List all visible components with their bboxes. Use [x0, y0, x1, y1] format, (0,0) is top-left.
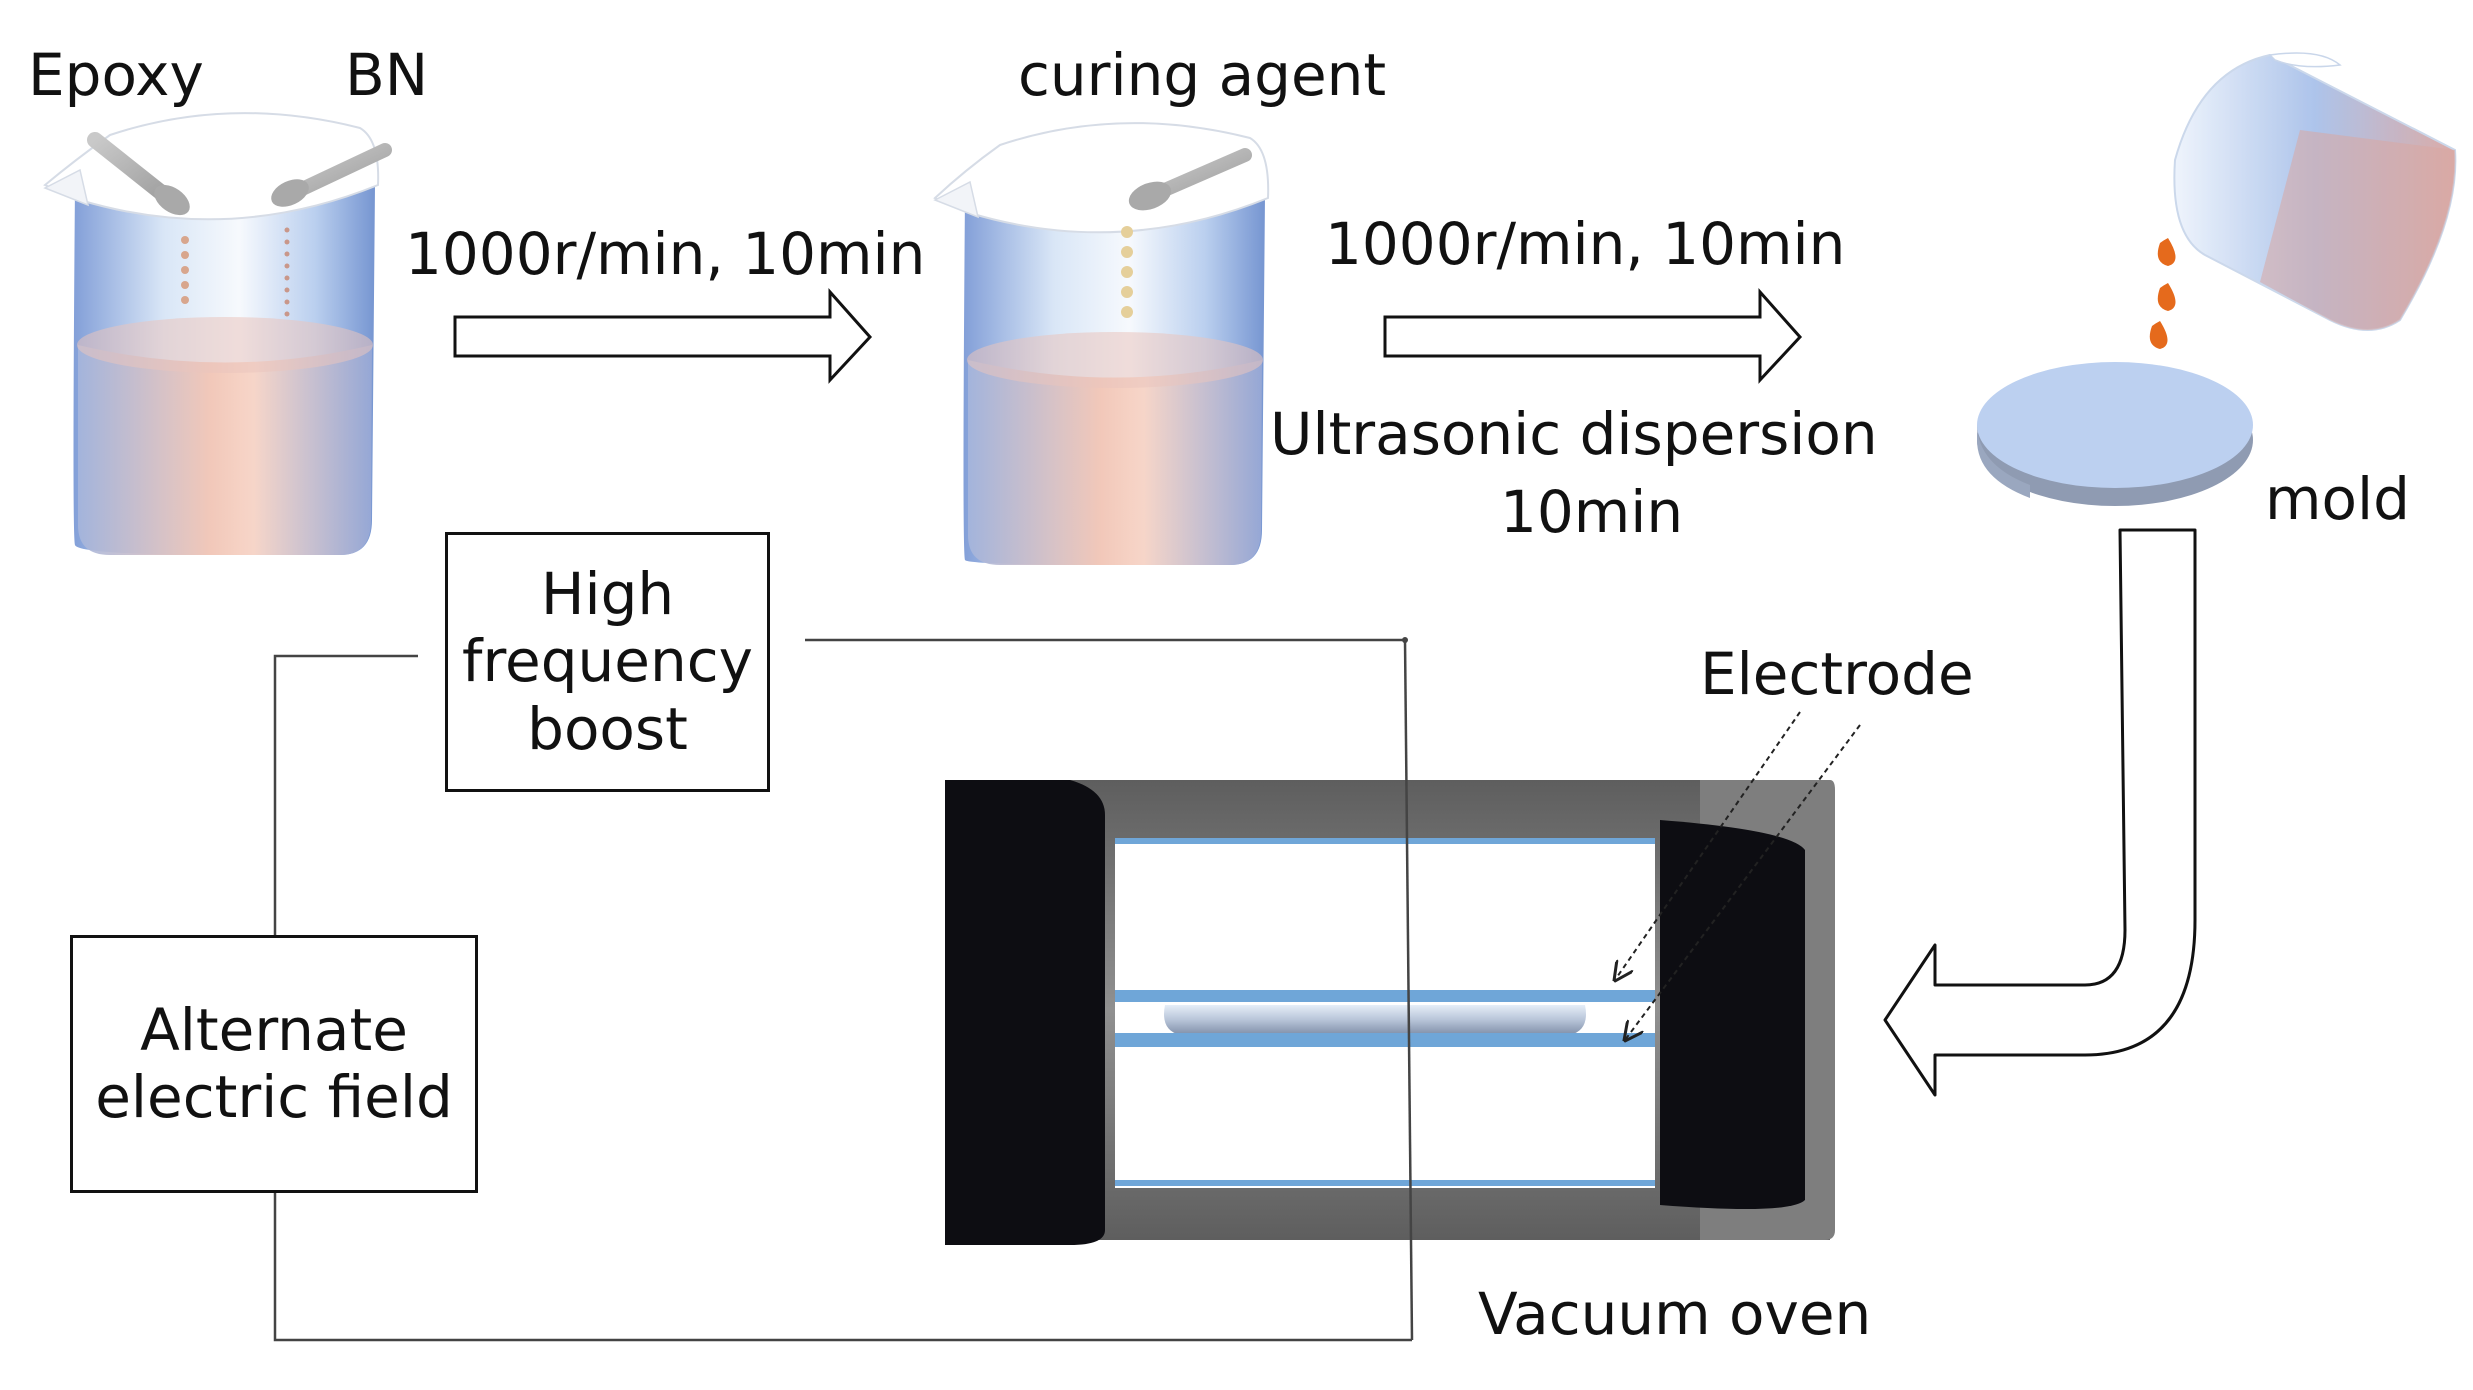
mold-icon [1977, 362, 2253, 506]
process-arrow-1 [453, 288, 873, 384]
bn-label: BN [345, 41, 429, 109]
wire-junction [1402, 637, 1408, 643]
falling-particles-icon [181, 236, 189, 304]
high-frequency-boost-box: High frequency boost [445, 532, 770, 792]
step1-label: 1000r/min, 10min [405, 220, 926, 288]
ae-box-line2: electric field [95, 1063, 453, 1131]
step2-label: 1000r/min, 10min [1325, 210, 1846, 278]
ae-box-line1: Alternate [140, 995, 408, 1064]
falling-particles-icon [284, 227, 290, 317]
ultrasonic-label-line2: 10min [1500, 478, 1684, 546]
drop-icon [2149, 238, 2176, 349]
hf-box-line2: frequency [462, 627, 753, 696]
process-arrow-2 [1383, 288, 1803, 384]
vacuum-oven [945, 780, 1835, 1245]
mold-label: mold [2265, 465, 2410, 533]
spoon-icon [1128, 148, 1252, 211]
spoon-icon [87, 132, 190, 216]
mold-dish [1164, 1005, 1586, 1035]
vacuum-oven-label: Vacuum oven [1478, 1280, 1872, 1348]
beaker-curing-agent [933, 122, 1270, 565]
hf-box-line1: High [540, 560, 675, 629]
process-arrow-3 [1883, 528, 2197, 1097]
epoxy-label: Epoxy [28, 41, 204, 109]
beaker-epoxy-bn [43, 112, 392, 555]
electrode-label: Electrode [1700, 640, 1974, 708]
falling-particles-icon [1121, 226, 1133, 318]
electrode-pointer [1615, 711, 1801, 980]
electrode-top [1115, 990, 1655, 1002]
pouring-beaker [2173, 52, 2457, 331]
hf-box-line3: boost [527, 694, 688, 763]
curing-agent-label: curing agent [1018, 41, 1387, 109]
ultrasonic-label-line1: Ultrasonic dispersion [1270, 400, 1878, 468]
spoon-icon [271, 143, 392, 207]
alternate-electric-field-box: Alternate electric field [70, 935, 478, 1193]
circuit-wires [273, 638, 1414, 1342]
electrode-bottom [1115, 1033, 1655, 1047]
electrode-pointer [1625, 724, 1861, 1040]
